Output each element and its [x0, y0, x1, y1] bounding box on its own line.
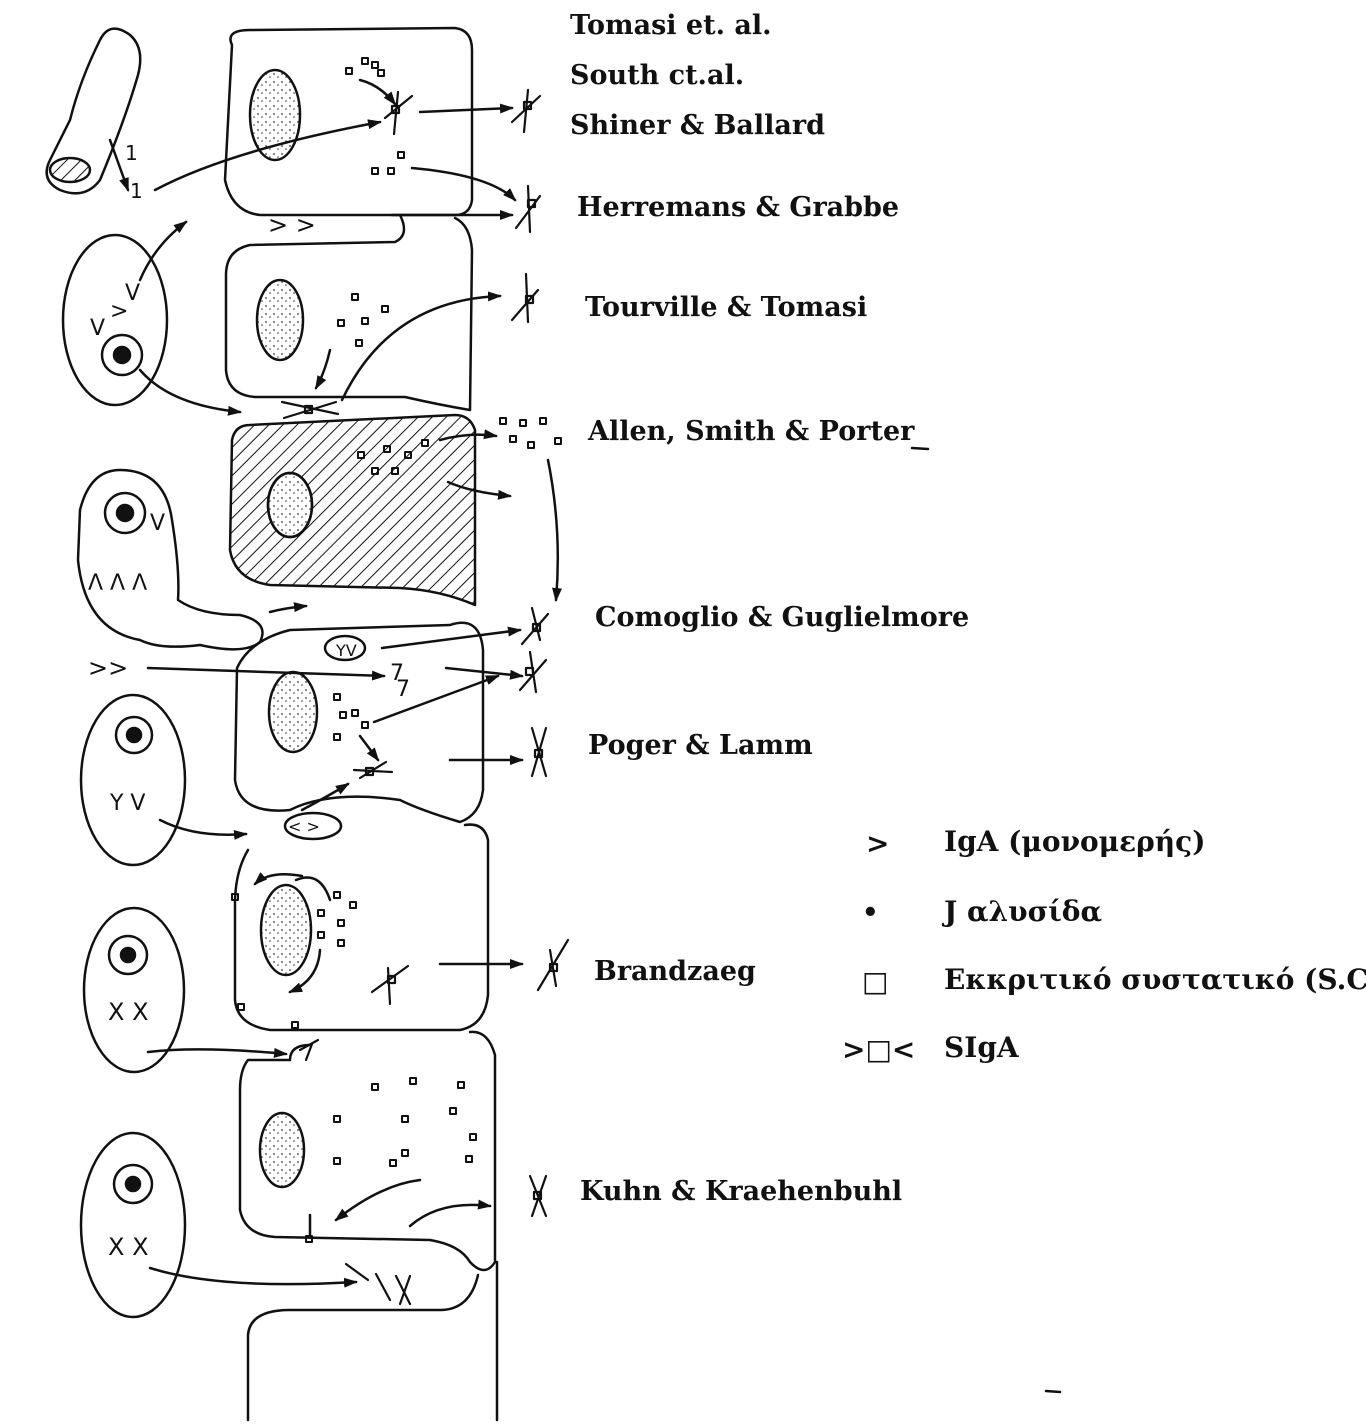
svg-text:1: 1	[125, 141, 138, 165]
legend-label: Εκκριτικό συστατικό (S.C.)	[944, 966, 1366, 994]
epithelial-cell-7	[248, 1262, 497, 1420]
stray-mark	[912, 448, 928, 449]
author-label: Herremans & Grabbe	[577, 194, 899, 221]
svg-text:X X: X X	[108, 998, 149, 1026]
author-label: Kuhn & Kraehenbuhl	[580, 1178, 902, 1205]
svg-text:X X: X X	[108, 1233, 149, 1261]
author-label: Allen, Smith & Porter	[588, 418, 914, 445]
svg-text:V: V	[90, 316, 105, 341]
legend-label: SIgA	[944, 1034, 1019, 1062]
svg-text:1: 1	[130, 179, 143, 203]
monomer-chevron-icon: >	[866, 830, 889, 858]
dot-icon: •	[862, 900, 879, 926]
plasma-cell-3: Y V	[81, 695, 185, 865]
epithelial-cell-3-hatched	[230, 415, 475, 605]
epithelial-cell-1	[225, 28, 472, 215]
svg-text:>>: >>	[88, 654, 128, 682]
author-label: South ct.al.	[570, 62, 744, 89]
author-label: Poger & Lamm	[588, 732, 813, 759]
svg-text:7: 7	[396, 677, 410, 702]
svg-text:>: >	[110, 299, 128, 324]
author-label: Tourville & Tomasi	[585, 294, 867, 321]
svg-text:YV: YV	[335, 641, 357, 660]
epithelial-cell-2	[226, 215, 472, 410]
square-icon: □	[862, 968, 888, 996]
plasma-cell-5: X X	[81, 1133, 185, 1317]
siga-icon: >□<	[842, 1036, 915, 1064]
author-label: Shiner & Ballard	[570, 112, 825, 139]
svg-text:< >: < >	[288, 817, 320, 836]
legend-label: IgA (μονομερής)	[944, 828, 1205, 856]
stray-mark-2	[1046, 1391, 1060, 1392]
svg-text:> >: > >	[268, 211, 316, 239]
svg-text:V: V	[150, 511, 165, 536]
transport-arrows	[110, 80, 558, 1284]
svg-text:Λ Λ Λ: Λ Λ Λ	[88, 571, 147, 596]
legend-label: J αλυσίδα	[944, 898, 1102, 926]
epithelial-cell-5	[235, 825, 488, 1030]
siga-markers	[282, 90, 568, 1304]
author-label: Brandzaeg	[594, 958, 756, 985]
svg-text:Y V: Y V	[109, 791, 145, 816]
plasma-cell-4: X X	[84, 908, 184, 1072]
author-label: Tomasi et. al.	[570, 12, 772, 39]
author-label: Comoglio & Guglielmore	[595, 604, 969, 631]
lymphocyte-rod	[47, 29, 141, 194]
epithelial-cell-6	[240, 1032, 495, 1270]
